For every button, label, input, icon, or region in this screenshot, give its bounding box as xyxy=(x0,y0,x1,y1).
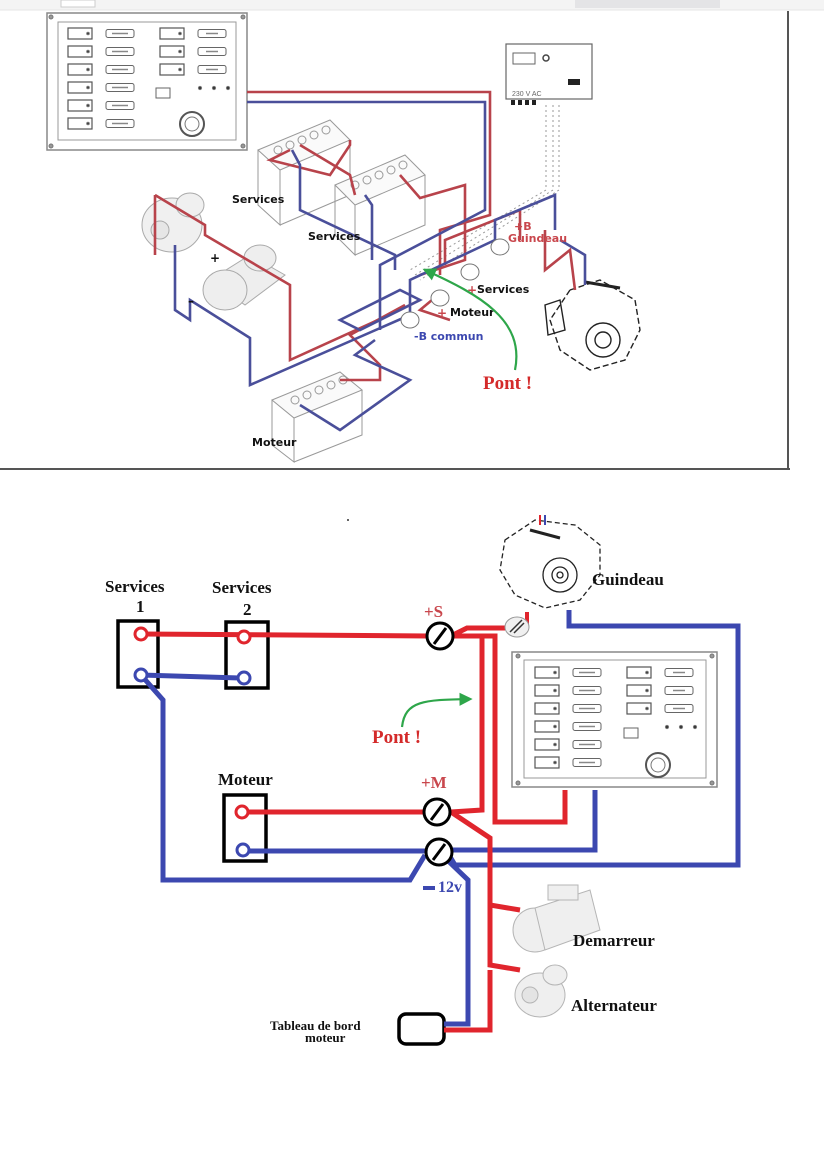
switch-minus-b-commun-top xyxy=(400,311,420,329)
battery-terminals xyxy=(133,626,252,858)
label-services-2-number: 2 xyxy=(243,600,252,619)
windlass-sketch-bottom xyxy=(499,515,601,609)
label-plus-b-top: +B xyxy=(514,220,532,233)
label-services-2-top: Services xyxy=(308,230,361,243)
label-services-switch-top: Services xyxy=(477,283,530,296)
top-switches xyxy=(400,238,510,329)
switch-plus-s xyxy=(425,621,455,651)
tableau-de-bord-moteur-box xyxy=(397,1012,446,1046)
alternator-sketch-bottom xyxy=(514,964,568,1018)
bottom-panel-rocker-switch xyxy=(534,756,560,769)
terminal-services-2-negative xyxy=(236,670,252,686)
bottom-panel-rocker-switch xyxy=(626,684,652,697)
battery-moteur-sketch xyxy=(271,371,363,464)
bottom-panel-rocker-switch xyxy=(534,720,560,733)
label-alternateur: Alternateur xyxy=(571,996,657,1015)
switch-services-top xyxy=(460,263,480,281)
starter-sketch-top xyxy=(202,244,286,311)
switch-plus-m xyxy=(422,797,452,827)
switch-guindeau-top xyxy=(490,238,510,256)
label-pont-bottom: Pont ! xyxy=(372,727,421,748)
top-panel-rocker-switch xyxy=(67,117,93,130)
terminal-moteur-positive xyxy=(234,804,250,820)
switch-moteur-top xyxy=(430,289,450,307)
bottom-panel-rocker-switch xyxy=(626,666,652,679)
label-moteur-bottom: Moteur xyxy=(218,770,273,789)
terminal-moteur-negative xyxy=(235,842,251,858)
label-minus-12v: 12v xyxy=(438,879,462,896)
battery-services-1-box xyxy=(116,619,160,689)
top-panel-rocker-switch xyxy=(159,45,185,58)
label-services-2-title: Services xyxy=(212,578,272,597)
label-pont-top: Pont ! xyxy=(483,373,532,394)
label-guindeau-bottom: Guindeau xyxy=(592,570,664,589)
battery-services-2-box xyxy=(224,620,270,690)
bottom-negative-wires xyxy=(139,610,741,1027)
bottom-panel-rocker-switch xyxy=(534,738,560,751)
top-panel-rocker-switch xyxy=(67,27,93,40)
bridge-arrow-bottom xyxy=(400,692,473,728)
label-moteur-battery-top: Moteur xyxy=(252,436,297,449)
label-tableau-de-bord-line2: moteur xyxy=(305,1030,346,1045)
bottom-positive-wires xyxy=(140,612,568,1033)
plus-sign-moteur-top: + xyxy=(437,306,447,320)
battery-charger: 230 V AC xyxy=(409,43,593,281)
battery-services-2-sketch xyxy=(334,154,426,257)
bottom-diagram: Services 1 Services 2 Moteur +S +M 12v P… xyxy=(105,515,741,1046)
bottom-panel-rocker-switch xyxy=(534,684,560,697)
terminal-services-1-positive xyxy=(133,626,149,642)
top-toolbar-strip xyxy=(0,0,824,11)
label-demarreur: Demarreur xyxy=(573,931,655,950)
switch-guindeau-bottom xyxy=(504,616,530,638)
switch-panel-top xyxy=(46,12,248,151)
label-services-1-top: Services xyxy=(232,193,285,206)
top-panel-rocker-switch xyxy=(67,81,93,94)
label-minus-b-commun-top: -B commun xyxy=(414,330,483,343)
switch-minus-12v xyxy=(424,837,454,867)
label-services-1-number: 1 xyxy=(136,597,145,616)
top-panel-rocker-switch xyxy=(159,27,185,40)
top-panel-rocker-switch xyxy=(67,63,93,76)
plus-sign-starter-top: + xyxy=(210,251,220,265)
battery-moteur-box xyxy=(222,793,268,863)
starter-sketch-bottom xyxy=(512,884,601,953)
top-panel-rocker-switch xyxy=(67,45,93,58)
label-tableau-de-bord-line1: Tableau de bord xyxy=(270,1018,361,1033)
windlass-sketch-top xyxy=(544,279,641,371)
bridge-arrow-top xyxy=(422,268,518,371)
top-diagram: 230 V AC xyxy=(0,11,790,470)
terminal-services-1-negative xyxy=(133,667,149,683)
bottom-panel-rocker-switch xyxy=(534,702,560,715)
toolbar-input[interactable] xyxy=(60,0,96,8)
top-panel-rocker-switch xyxy=(159,63,185,76)
minus-sign-starter-top: – xyxy=(188,294,194,308)
label-services-1-title: Services xyxy=(105,577,165,596)
top-panel-rocker-switch xyxy=(67,99,93,112)
terminal-services-2-positive xyxy=(236,629,252,645)
toolbar-button[interactable] xyxy=(575,0,720,8)
bottom-panel-rocker-switch xyxy=(534,666,560,679)
label-plus-s: +S xyxy=(424,602,443,621)
plus-sign-services-top: + xyxy=(467,283,477,297)
charger-voltage-label: 230 V AC xyxy=(512,91,542,98)
bottom-panel-rocker-switch xyxy=(626,702,652,715)
label-plus-m: +M xyxy=(421,773,447,792)
label-moteur-switch-top: Moteur xyxy=(450,306,495,319)
label-guindeau-top: Guindeau xyxy=(508,232,567,245)
switch-panel-bottom xyxy=(511,651,718,788)
top-negative-wires xyxy=(173,100,587,432)
